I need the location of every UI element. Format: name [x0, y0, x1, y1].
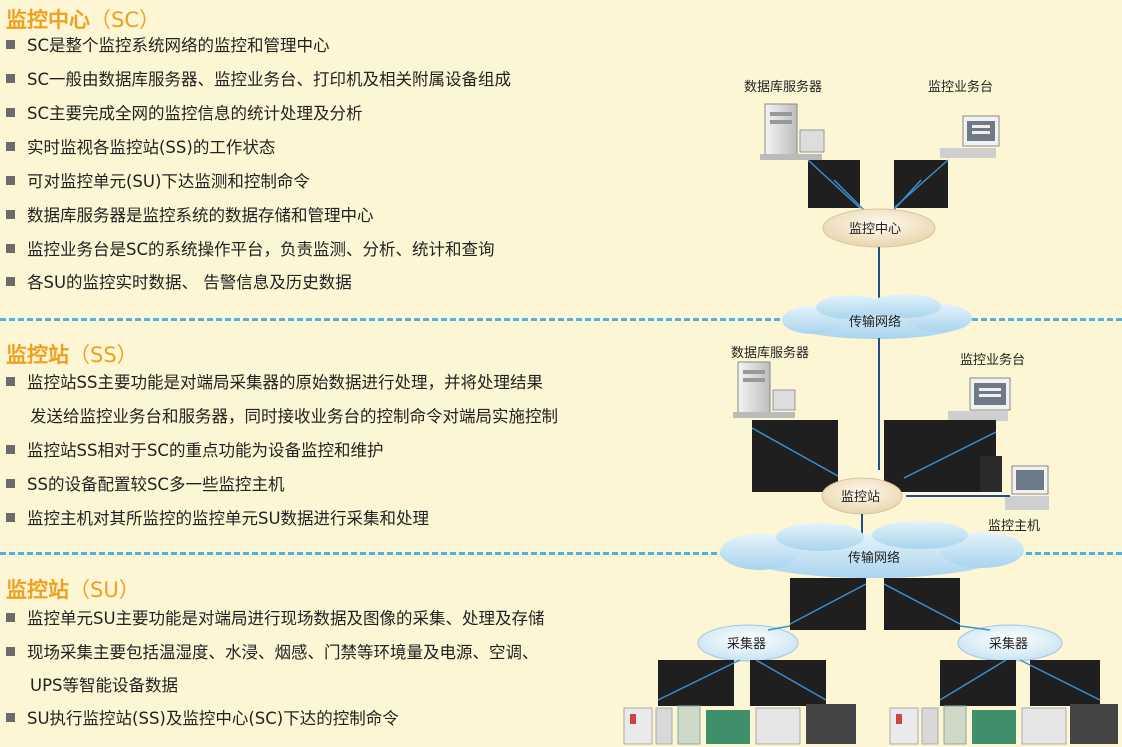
- monitor-host-label: 监控主机: [988, 519, 1040, 534]
- su-bullet-3: SU执行监控站(SS)及监控中心(SC)下达的控制命令: [6, 708, 399, 730]
- network-cloud-2: [720, 521, 1024, 578]
- bullet-square-icon: [6, 713, 15, 722]
- station-hub-label: 监控站: [841, 490, 880, 505]
- sc-bullet-4: 实时监视各监控站(SS)的工作状态: [6, 137, 275, 159]
- bullet-square-icon: [6, 613, 15, 622]
- su-bullet-2: 现场采集主要包括温湿度、水浸、烟感、门禁等环境量及电源、空调、: [6, 642, 539, 664]
- ss-db-server-label: 数据库服务器: [731, 345, 809, 361]
- bullet-square-icon: [6, 176, 15, 185]
- bullet-square-icon: [6, 479, 15, 488]
- ss-bullet-3: SS的设备配置较SC多一些监控主机: [6, 474, 284, 496]
- ss-switch-left: [751, 420, 839, 492]
- bullet-square-icon: [6, 647, 15, 656]
- bullet-square-icon: [6, 74, 15, 83]
- sc-bullet-1: SC是整个监控系统网络的监控和管理中心: [6, 35, 330, 57]
- sc-console-label: 监控业务台: [928, 79, 993, 95]
- bullet-square-icon: [6, 210, 15, 219]
- su-rack-right: [939, 659, 1101, 706]
- center-hub-label: 监控中心: [849, 222, 901, 237]
- network-2-label: 传输网络: [848, 550, 900, 566]
- section-divider-1: [0, 318, 1122, 321]
- ss-bullet-1: 监控站SS主要功能是对端局采集器的原始数据进行处理，并将处理结果: [6, 372, 543, 394]
- sc-db-server-label: 数据库服务器: [744, 79, 822, 95]
- sc-console-icon: [940, 115, 1000, 158]
- sc-bullet-3: SC主要完成全网的监控信息的统计处理及分析: [6, 103, 363, 125]
- su-bullet-2-continuation: UPS等智能设备数据: [30, 676, 179, 695]
- network-cloud-1: [782, 294, 972, 339]
- bullet-square-icon: [6, 108, 15, 117]
- sc-bullet-2: SC一般由数据库服务器、监控业务台、打印机及相关附属设备组成: [6, 69, 511, 91]
- bullet-square-icon: [6, 377, 15, 386]
- network-1-label: 传输网络: [849, 314, 901, 330]
- bullet-square-icon: [6, 40, 15, 49]
- section-divider-2: [0, 552, 1122, 555]
- sc-bullet-6: 数据库服务器是监控系统的数据存储和管理中心: [6, 205, 374, 227]
- sc-switch-left: [807, 159, 861, 209]
- ss-bullet-4: 监控主机对其所监控的监控单元SU数据进行采集和处理: [6, 508, 429, 530]
- bullet-square-icon: [6, 142, 15, 151]
- ss-console-icon: [948, 377, 1011, 421]
- bullet-square-icon: [6, 244, 15, 253]
- ss-db-server-icon: [733, 361, 796, 418]
- ss-bullet-2: 监控站SS相对于SC的重点功能为设备监控和维护: [6, 440, 383, 462]
- bullet-square-icon: [6, 277, 15, 286]
- su-rack-left: [657, 659, 827, 706]
- sc-bullet-7: 监控业务台是SC的系统操作平台，负责监测、分析、统计和查询: [6, 239, 495, 261]
- field-equipment-right: [889, 704, 1118, 745]
- ss-section-title: 监控站（SS）: [6, 343, 138, 367]
- sc-bullet-5: 可对监控单元(SU)下达监测和控制命令: [6, 171, 310, 193]
- sc-db-server-icon: [760, 103, 825, 160]
- collector-left: [697, 624, 799, 662]
- monitor-host-icon: [1005, 465, 1049, 510]
- text-column: 监控中心（SC） SC是整个监控系统网络的监控和管理中心 SC一般由数据库服务器…: [6, 8, 558, 730]
- bullet-square-icon: [6, 445, 15, 454]
- sc-bullet-8: 各SU的监控实时数据、 告警信息及历史数据: [6, 272, 352, 294]
- sc-section-title: 监控中心（SC）: [6, 8, 160, 32]
- collector-right-label: 采集器: [989, 636, 1028, 652]
- su-switch-left: [789, 578, 867, 630]
- su-section-title: 监控站（SU）: [6, 578, 140, 602]
- su-switch-right: [883, 578, 961, 630]
- bullet-square-icon: [6, 513, 15, 522]
- ss-bullet-1-continuation: 发送给监控业务台和服务器，同时接收业务台的控制命令对端局实施控制: [30, 407, 558, 426]
- collector-left-label: 采集器: [727, 636, 766, 652]
- ss-switch-right: [884, 420, 1002, 492]
- ss-console-label: 监控业务台: [960, 352, 1025, 368]
- su-bullet-1: 监控单元SU主要功能是对端局进行现场数据及图像的采集、处理及存储: [6, 608, 545, 630]
- field-equipment-left: [623, 704, 856, 745]
